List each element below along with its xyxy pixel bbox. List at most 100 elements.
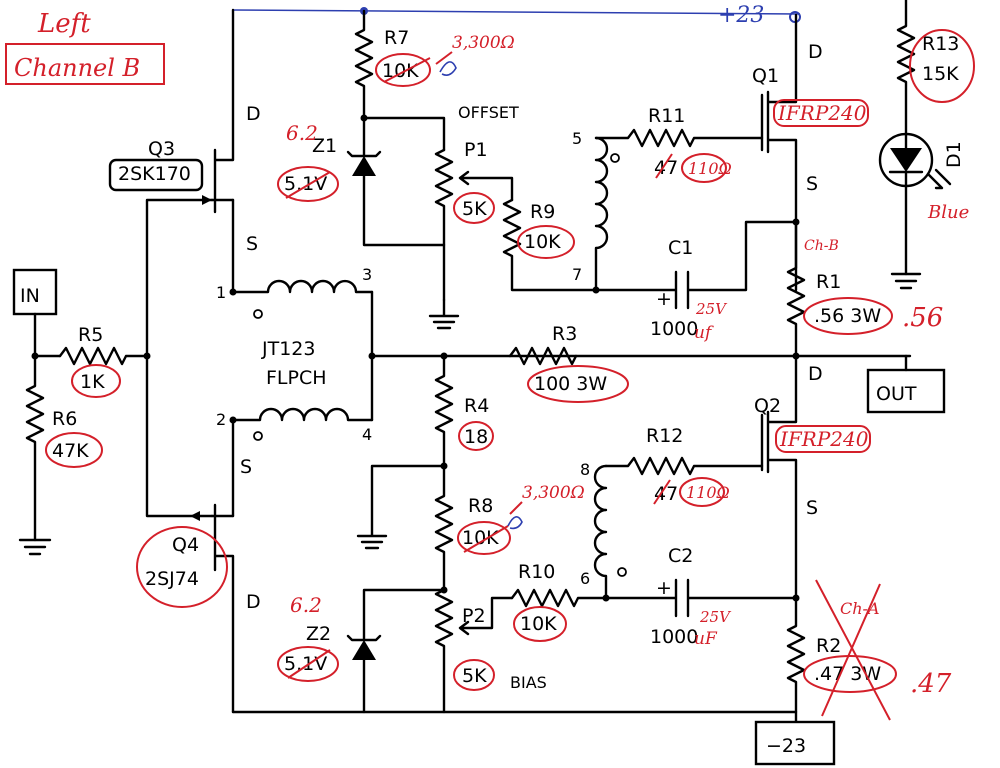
r6-circle [45,432,103,468]
c2-ref: C2 [668,545,693,567]
c1-plus: + [656,288,672,310]
q1-s: S [806,173,818,195]
r9-ref: R9 [530,201,555,223]
p1-pot [434,148,454,302]
p2-wiper [458,596,514,636]
r13-resistor [896,0,916,136]
r3-resistor [508,346,578,366]
z2-symbol [352,640,376,660]
q2-coil-dot [617,567,627,577]
r2-value: .47 3W [814,663,881,685]
q4-ref: Q4 [172,534,199,556]
p2-func: BIAS [510,673,547,692]
q1-body [760,13,798,292]
c2-value: 1000 [650,626,698,648]
r5-ref: R5 [78,324,103,346]
r1-note: .56 [902,303,943,333]
neg-terminal-label: −23 [766,735,806,757]
in-terminal-label: IN [20,285,40,307]
r10-circle [513,606,567,642]
z2-ref: Z2 [306,623,331,645]
r7-note: 3,300Ω [452,33,515,53]
z2-bar [346,634,382,642]
r8-strike [463,525,509,553]
r9-resistor [502,198,598,292]
p2-pot [434,588,454,714]
node-mid-left [368,352,376,360]
t1-name: JT123 [261,338,315,360]
r10-ref: R10 [518,561,555,583]
r8-note-arrow [509,501,523,515]
r2-resistor [786,596,806,724]
r6-value: 47K [52,440,89,462]
r12-value: 47 [654,483,678,505]
r4-circle [458,421,494,451]
z1-strike [285,171,331,199]
r7-note-arrow [435,51,453,65]
c2-capacitor [604,578,798,618]
p1-ref: P1 [464,139,488,161]
q1-part: IFRP240 [777,101,867,125]
d1-diode [890,148,922,172]
r11-ref: R11 [648,105,685,127]
r12-note: 110Ω [686,483,730,502]
c1-capacitor [594,220,798,310]
z1-ref: Z1 [312,135,337,157]
r7-circle [375,53,431,87]
title-left: Left [37,9,91,39]
p1-value: 5K [462,198,487,220]
out-terminal-label: OUT [876,383,917,405]
r12-note-circle [679,477,725,507]
q2-coil-pin8: 8 [580,460,590,479]
t1-lower-coil [231,407,374,422]
c2-volt: 25V [699,608,732,626]
r2-ref: R2 [816,635,841,657]
r1-scribble: Ch-B [804,238,839,254]
r12-resistor [604,456,764,476]
r2-scribble: Ch-A [840,599,880,618]
c1-value: 1000 [650,318,698,340]
d1-rays [926,168,952,190]
r2-note: .47 [910,669,952,699]
r8-note: 3,300Ω [522,483,585,503]
r5-value: 1K [80,371,105,393]
r7-blue-mark [439,61,457,76]
q1-box [773,99,869,127]
r7-resistor [354,9,374,120]
r9-circle [517,225,575,259]
ground-p1 [428,298,460,330]
q3-d: D [246,103,261,125]
r8-resistor [434,464,454,592]
t1-dot-lower [253,431,263,441]
r9-value: 10K [524,231,561,253]
t1-upper-coil [231,279,374,294]
p1-func: OFFSET [458,103,519,122]
q3-body [210,8,235,214]
q4-d: D [246,591,261,613]
r11-resistor [594,128,764,148]
d1-ref: D1 [943,141,965,168]
p2-value: 5K [462,665,487,687]
r10-value: 10K [520,613,557,635]
q1-d: D [808,41,823,63]
z2-note: 6.2 [290,593,322,617]
q4-part: 2SJ74 [145,568,199,590]
r12-strike [653,479,671,505]
p1-circle [453,192,495,224]
r12-ref: R12 [646,425,683,447]
t1-pin1: 1 [216,283,226,302]
q2-ref: Q2 [754,395,781,417]
r11-note: 110Ω [688,159,732,178]
c1-volt: 25V [695,300,728,318]
t1-pin4: 4 [362,425,372,444]
r4-resistor [434,354,454,468]
q2-coil-pin6: 6 [580,569,590,588]
d1-note: Blue [927,202,969,223]
z1-note: 6.2 [286,121,318,145]
q2-box [775,425,871,453]
r7-value: 10K [382,60,419,82]
z2-strike [287,649,331,679]
ground-d1 [890,272,922,290]
q1-coil-pin7: 7 [572,265,582,284]
